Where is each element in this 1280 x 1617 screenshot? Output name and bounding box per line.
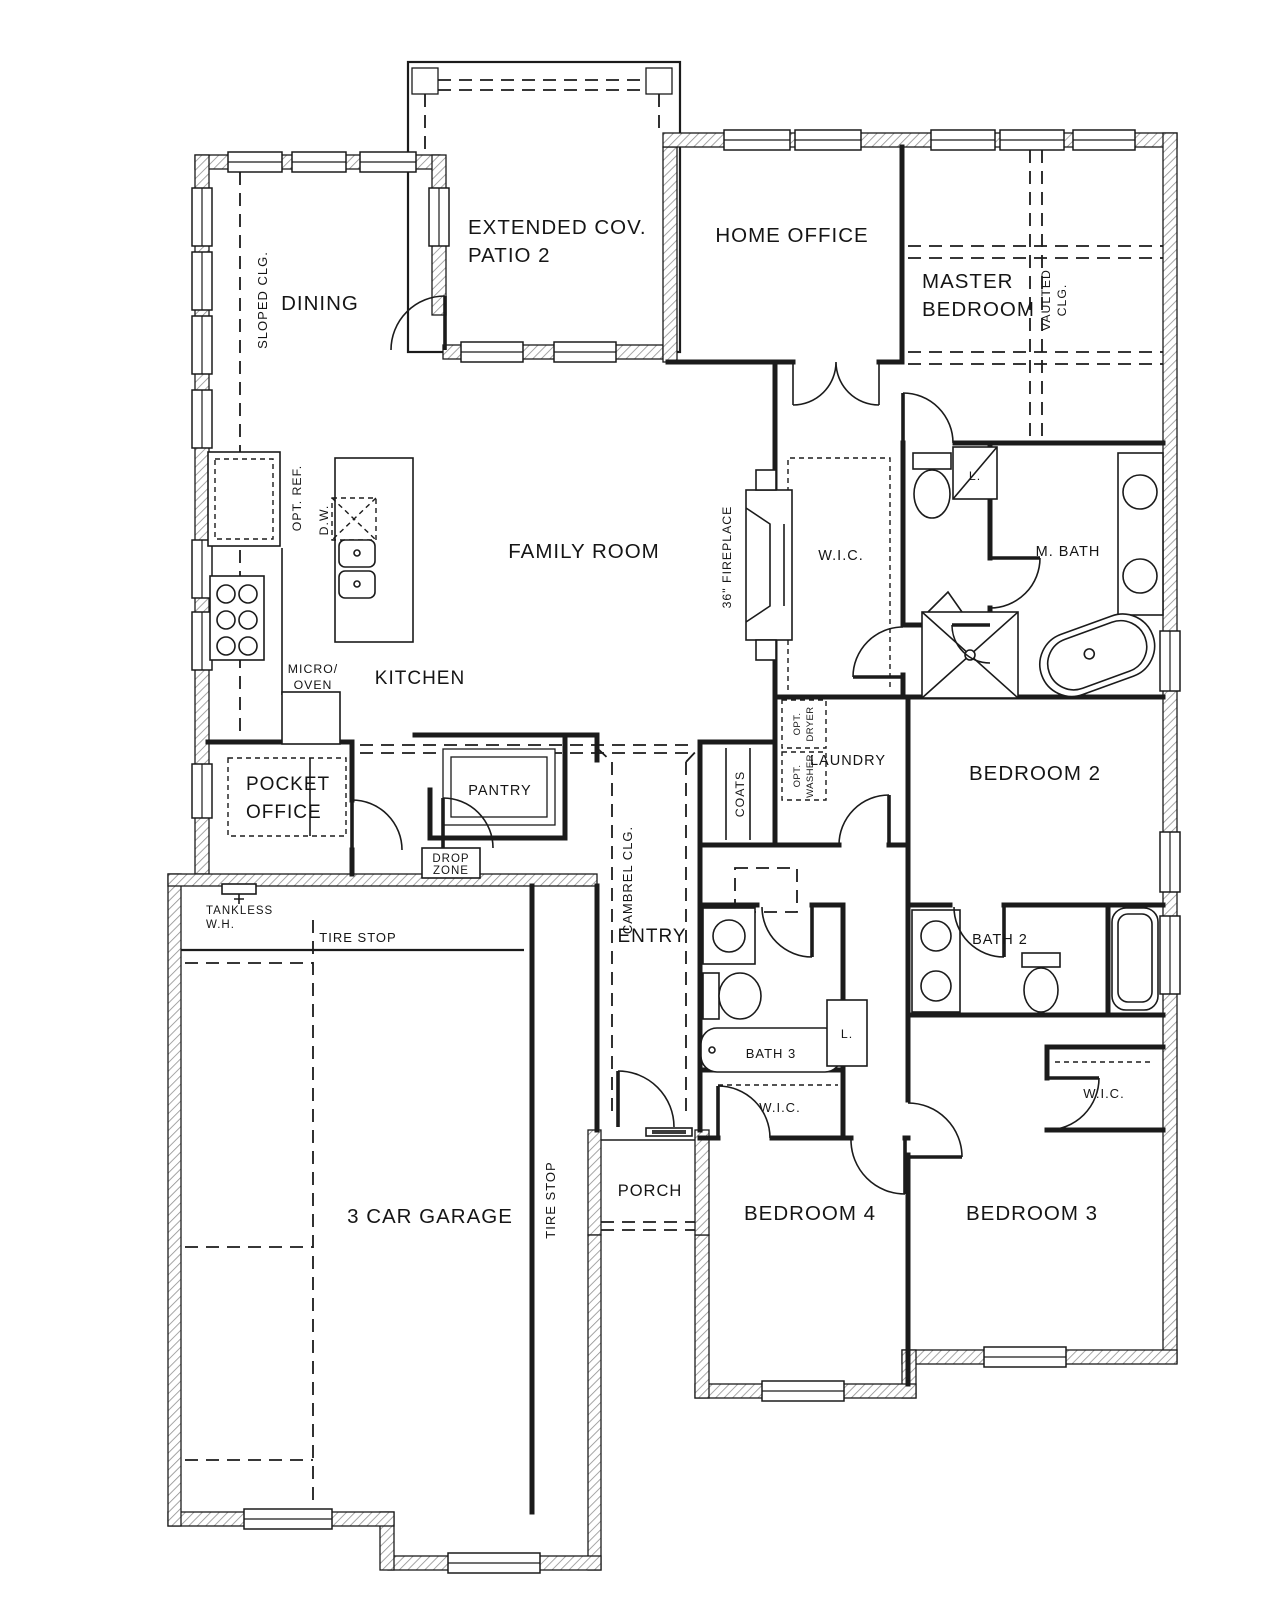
annotation-dishwasher: D.W. [317,505,331,536]
annotation-linen-bath3: L. [841,1027,853,1041]
annotation-opt-dryer-line1: OPT. [792,713,803,736]
annotation-micro-line1: MICRO/ [288,662,338,676]
room-label-patio-line1: EXTENDED COV. [468,216,647,239]
room-label-kitchen: KITCHEN [375,668,465,689]
annotation-vaulted-clg-line2: CLG. [1055,284,1069,317]
annotation-opt-washer-line1: OPT. [792,765,803,788]
room-label-home-office: HOME OFFICE [715,224,868,247]
room-label-bath2: BATH 2 [972,932,1028,948]
micro-oven-cabinet [281,691,341,745]
room-label-family-room: FAMILY ROOM [508,540,660,563]
room-label-bedroom4: BEDROOM 4 [744,1202,876,1225]
linen-cabinet [826,999,868,1067]
pantry-coats-laundry-fixtures [221,699,827,904]
sink [920,920,952,952]
annotation-linen-master: L. [969,469,981,483]
room-label-dining: DINING [281,292,359,315]
windows [191,129,1181,1574]
annotation-coats: COATS [733,771,747,817]
room-label-garage: 3 CAR GARAGE [347,1205,513,1228]
optional-washer [781,751,827,801]
freestanding-tub [1039,613,1156,698]
room-label-bedroom3: BEDROOM 3 [966,1202,1098,1225]
room-label-pantry: PANTRY [468,783,531,799]
room-label-wic-bed4: W.I.C. [759,1100,800,1115]
room-label-entry: ENTRY [617,926,686,947]
annotation-drop-zone-line2: ZONE [433,865,469,877]
annotation-tankless-line2: W.H. [206,919,235,931]
master-bath-fixtures [912,446,1164,699]
refrigerator [207,451,281,547]
coat-rods [725,748,751,840]
toilet-tank [912,452,952,470]
fireplace [745,469,793,661]
sink [1122,474,1158,510]
sink [712,919,746,953]
doors [350,295,1100,1195]
toilet-tank [702,972,720,1020]
sink [920,970,952,1002]
toilet [913,469,951,519]
annotation-opt-washer-line2: WASHER [805,754,816,798]
annotation-opt-dryer-line2: DRYER [805,706,816,741]
annotation-tankless-line1: TANKLESS [206,905,273,917]
drop-zone-bench [421,847,481,879]
room-label-master-line2: BEDROOM [922,298,1035,321]
annotation-vaulted-clg-line1: VAULTED [1039,269,1053,331]
room-label-pocket-office-line1: POCKET [246,774,330,795]
tankless-water-heater [221,883,257,895]
annotation-fireplace: 36" FIREPLACE [720,506,734,609]
room-label-master-line1: MASTER [922,270,1013,293]
room-label-bath3: BATH 3 [746,1046,797,1061]
annotation-sloped-clg: SLOPED CLG. [255,251,270,349]
room-label-wic-master: W.I.C. [818,548,863,564]
kitchen-fixtures [207,451,414,745]
annotation-tire-stop-side: TIRE STOP [543,1161,558,1238]
labels: DINING EXTENDED COV. PATIO 2 HOME OFFICE… [206,216,1124,1239]
toilet [718,972,762,1020]
toilet-tank [1021,952,1061,968]
room-label-wic-bed3: W.I.C. [1083,1086,1124,1101]
annotation-drop-zone-line1: DROP [432,853,469,865]
room-label-bedroom2: BEDROOM 2 [969,762,1101,785]
room-label-patio-line2: PATIO 2 [468,244,551,267]
sink [1122,558,1158,594]
room-label-laundry: LAUNDRY [810,753,886,769]
toilet [1023,967,1059,1013]
annotation-opt-ref: OPT. REF. [290,465,304,531]
annotation-micro-line2: OVEN [294,678,333,692]
bath2-fixtures [911,907,1159,1013]
optional-dryer [781,699,827,749]
room-label-porch: PORCH [618,1182,683,1200]
bath3-fixtures [700,907,868,1073]
annotation-tire-stop-top: TIRE STOP [319,930,396,945]
room-label-master-bath: M. BATH [1036,544,1101,560]
room-label-pocket-office-line2: OFFICE [246,802,322,823]
annotation-cambrel-clg: CAMBREL CLG. [620,826,635,934]
